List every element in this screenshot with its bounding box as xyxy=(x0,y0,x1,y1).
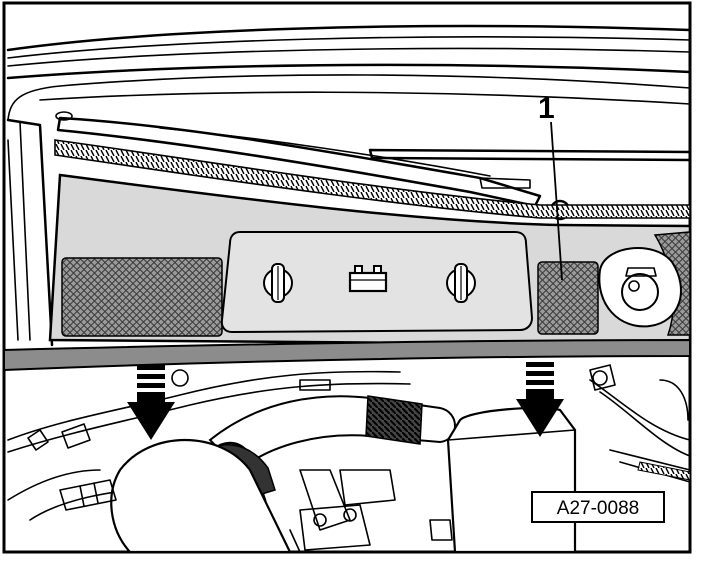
reservoir-cap xyxy=(598,247,682,328)
downward-arrow-icon xyxy=(516,362,564,437)
windscreen xyxy=(6,24,692,121)
reference-code: A27-0088 xyxy=(557,498,639,519)
a-pillar-left xyxy=(6,118,54,347)
downward-arrow-icon xyxy=(127,365,175,440)
engine-bay xyxy=(7,364,691,554)
quarter-turn-fastener-icon xyxy=(263,263,293,303)
air-grille-right xyxy=(537,261,599,335)
cowl-seal xyxy=(54,139,691,219)
bulkhead-edge xyxy=(3,338,691,372)
callout-number-1: 1 xyxy=(538,92,555,125)
reference-code-box xyxy=(531,491,665,523)
callout-leader-line xyxy=(550,121,563,281)
quarter-turn-fastener-icon xyxy=(446,263,476,303)
battery-icon xyxy=(348,265,388,293)
air-grille-left xyxy=(61,257,223,337)
